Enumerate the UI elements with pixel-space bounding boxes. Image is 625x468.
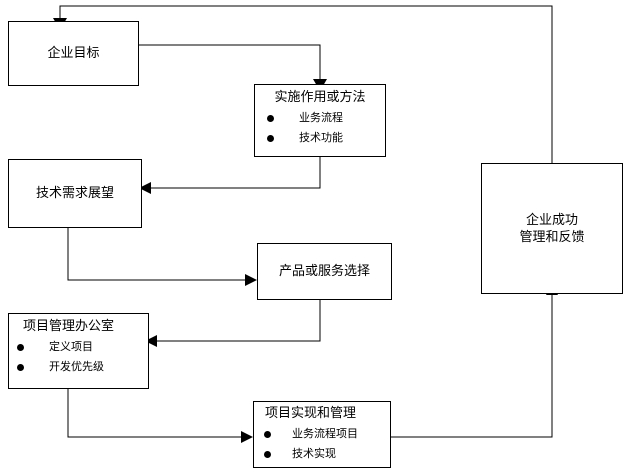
bullet-label: 业务流程项目 — [292, 427, 358, 440]
bullet-dot-icon — [267, 135, 274, 142]
node-project-management-office[interactable]: 项目管理办公室 定义项目 开发优先级 — [8, 313, 149, 389]
node-pmo-label: 项目管理办公室 — [23, 319, 115, 334]
node-implementation-bullets: 业务流程 技术功能 — [255, 108, 385, 148]
connector-product-to-pmo — [149, 300, 321, 342]
arrowhead-right-project — [241, 431, 253, 443]
connector-demand-to-product — [67, 228, 253, 281]
connector-pmo-to-project — [67, 389, 249, 438]
bullet-dot-icon — [264, 451, 271, 458]
node-implementation-label: 实施作用或方法 — [274, 90, 366, 105]
bullet-label: 业务流程 — [299, 111, 343, 124]
arrowhead-right-product — [245, 274, 257, 286]
node-product-or-service-selection[interactable]: 产品或服务选择 — [257, 243, 392, 300]
list-item: 业务流程项目 — [262, 424, 390, 444]
bullet-dot-icon — [264, 431, 271, 438]
node-technology-demand-outlook[interactable]: 技术需求展望 — [8, 159, 142, 228]
list-item: 技术实现 — [262, 444, 390, 464]
bullet-dot-icon — [267, 115, 274, 122]
list-item: 定义项目 — [15, 337, 148, 357]
node-implementation-role-or-method[interactable]: 实施作用或方法 业务流程 技术功能 — [254, 84, 386, 157]
bullet-label: 定义项目 — [49, 340, 93, 353]
node-pmo-bullets: 定义项目 开发优先级 — [9, 337, 148, 377]
list-item: 业务流程 — [265, 108, 385, 128]
node-enterprise-success[interactable]: 企业成功 管理和反馈 — [481, 163, 623, 294]
node-enterprise-success-label-line2: 管理和反馈 — [519, 229, 585, 245]
node-enterprise-goals[interactable]: 企业目标 — [8, 21, 139, 86]
bullet-label: 技术实现 — [292, 447, 336, 460]
node-project-implementation-label: 项目实现和管理 — [265, 406, 357, 421]
list-item: 开发优先级 — [15, 357, 148, 377]
list-item: 技术功能 — [265, 128, 385, 148]
node-technology-demand-label: 技术需求展望 — [35, 186, 114, 201]
connector-project-to-success — [390, 294, 553, 438]
node-product-label: 产品或服务选择 — [278, 264, 370, 279]
bullet-label: 技术功能 — [299, 131, 343, 144]
connector-goals-to-implementation — [139, 44, 321, 80]
node-enterprise-success-label-line1: 企业成功 — [525, 212, 578, 228]
bullet-label: 开发优先级 — [49, 360, 104, 373]
bullet-dot-icon — [17, 364, 24, 371]
connector-implementation-to-demand — [142, 157, 321, 189]
bullet-dot-icon — [17, 344, 24, 351]
node-enterprise-goals-label: 企业目标 — [47, 46, 100, 61]
node-project-implementation-management[interactable]: 项目实现和管理 业务流程项目 技术实现 — [253, 401, 391, 468]
node-project-implementation-bullets: 业务流程项目 技术实现 — [254, 424, 390, 464]
